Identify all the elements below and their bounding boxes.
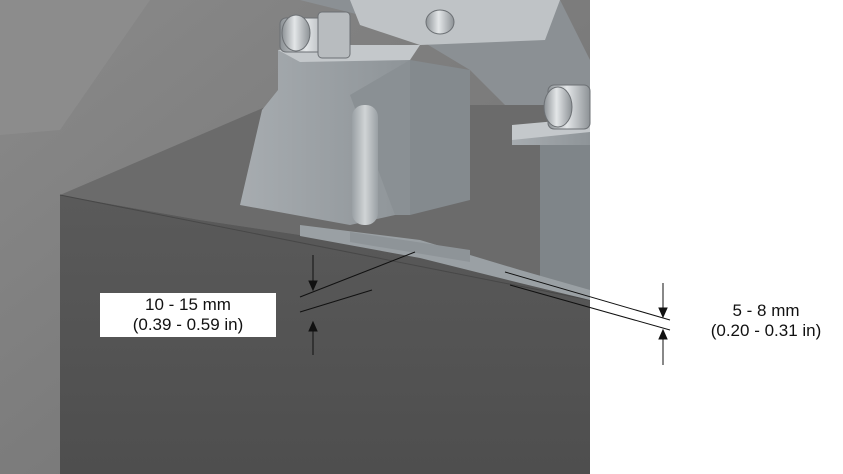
dimension-arrow-icon bbox=[308, 280, 318, 292]
dimension-arrow-icon bbox=[658, 328, 668, 340]
dimension-arrow-icon bbox=[658, 307, 668, 319]
hex-bolt-icon bbox=[543, 84, 591, 130]
equipment-housing bbox=[300, 0, 590, 120]
dimension-left-imperial: (0.39 - 0.59 in) bbox=[132, 315, 244, 334]
right-dimension bbox=[504, 271, 671, 365]
dimension-label-right: 5 - 8 mm (0.20 - 0.31 in) bbox=[690, 301, 842, 341]
dimension-right-metric: 5 - 8 mm bbox=[732, 301, 800, 320]
gap-shim bbox=[300, 225, 590, 300]
dimension-right-imperial: (0.20 - 0.31 in) bbox=[710, 321, 822, 340]
hex-bolt-icon bbox=[279, 11, 351, 59]
dimension-arrow-icon bbox=[308, 320, 318, 332]
left-dimension bbox=[299, 251, 416, 355]
dimension-left-metric: 10 - 15 mm bbox=[145, 295, 231, 314]
hex-bolt-icon bbox=[425, 9, 455, 35]
dimension-label-left: 10 - 15 mm (0.39 - 0.59 in) bbox=[100, 293, 276, 337]
